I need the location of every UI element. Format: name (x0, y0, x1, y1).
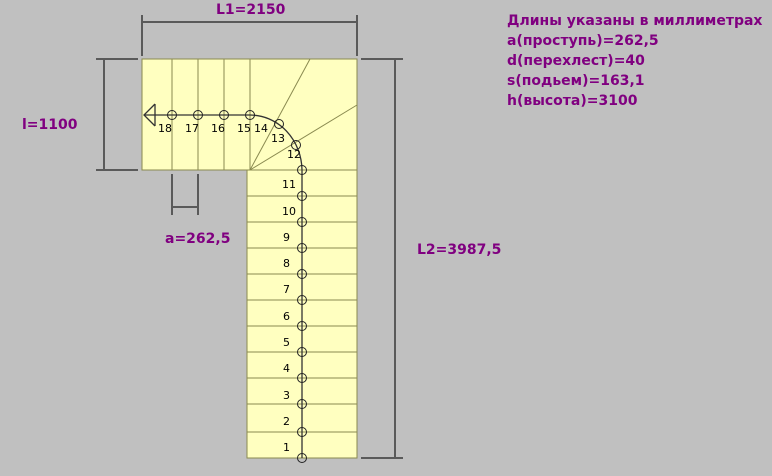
step-number: 4 (283, 362, 290, 375)
step-number: 11 (282, 178, 296, 191)
dimension-L1-label: L1=2150 (216, 2, 286, 18)
step-number: 12 (287, 148, 301, 161)
step-number: 7 (283, 283, 290, 296)
step-number: 18 (158, 122, 172, 135)
step-number: 10 (282, 205, 296, 218)
step-number: 17 (185, 122, 199, 135)
direction-arrow-icon (143, 103, 156, 127)
step-number: 16 (211, 122, 225, 135)
param-rise: s(подьем)=163,1 (507, 73, 645, 89)
step-number: 6 (283, 310, 290, 323)
param-height: h(высота)=3100 (507, 93, 638, 109)
dimension-a-label: a=262,5 (165, 231, 231, 247)
param-overlap: d(перехлест)=40 (507, 53, 645, 69)
dimension-l-label: l=1100 (22, 117, 78, 133)
step-number: 5 (283, 336, 290, 349)
param-tread: a(проступь)=262,5 (507, 33, 659, 49)
step-number: 15 (237, 122, 251, 135)
parameters-legend: Длины указаны в миллиметрах a(проступь)=… (507, 11, 762, 111)
winder-lines (249, 58, 358, 171)
step-number: 8 (283, 257, 290, 270)
step-number: 1 (283, 441, 290, 454)
dimension-L2-label: L2=3987,5 (417, 242, 502, 258)
step-number: 3 (283, 389, 290, 402)
step-number: 13 (271, 132, 285, 145)
step-number: 14 (254, 122, 268, 135)
dimension-lines (96, 15, 403, 459)
step-markers (167, 110, 307, 463)
step-number: 2 (283, 415, 290, 428)
step-number: 9 (283, 231, 290, 244)
units-note: Длины указаны в миллиметрах (507, 13, 763, 29)
